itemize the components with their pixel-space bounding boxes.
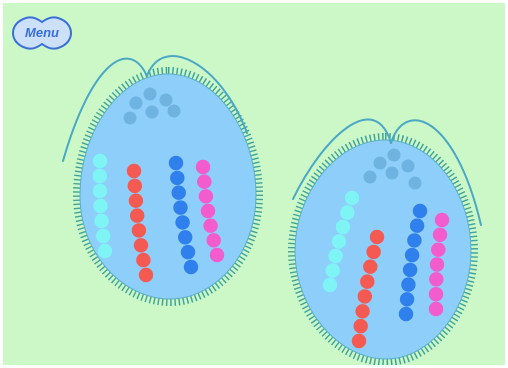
- nucleolus-dot: [144, 88, 157, 101]
- chromosome-bead: [399, 307, 413, 321]
- chromosome-bead: [98, 244, 112, 258]
- chromosome-bead: [127, 164, 141, 178]
- nucleolus-dot: [364, 171, 377, 184]
- chromosome-bead: [173, 200, 187, 214]
- chromosome-bead: [93, 184, 107, 198]
- chromosome-bead: [203, 219, 217, 233]
- chromosome-bead: [139, 268, 153, 282]
- chromosome-bead: [184, 260, 198, 274]
- nucleolus-dot: [124, 112, 137, 125]
- chromosome-bead: [181, 245, 195, 259]
- chromosome-bead: [340, 205, 354, 219]
- chromosome-bead: [370, 230, 384, 244]
- menu-label: Menu: [12, 15, 72, 51]
- chromosome-bead: [94, 214, 108, 228]
- chromosome-bead: [93, 169, 107, 183]
- chromosome-bead: [210, 248, 224, 262]
- nucleolus-dot: [160, 94, 173, 107]
- nucleolus-dot: [386, 167, 399, 180]
- chromosome-bead: [435, 213, 449, 227]
- chromosome-bead: [328, 249, 342, 263]
- chromosome-bead: [433, 228, 447, 242]
- game-stage: Menu: [3, 3, 505, 365]
- chromosome-bead: [336, 220, 350, 234]
- chromosome-bead: [429, 272, 443, 286]
- chromosome-bead: [430, 257, 444, 271]
- nucleolus-dot: [388, 149, 401, 162]
- chromosome-bead: [431, 243, 445, 257]
- chromosome-bead: [199, 189, 213, 203]
- chromosome-bead: [170, 171, 184, 185]
- cell-scene: [3, 3, 505, 365]
- chromosome-bead: [178, 230, 192, 244]
- chromosome-bead: [326, 263, 340, 277]
- nucleolus-dot: [130, 97, 143, 110]
- chromosome-bead: [129, 194, 143, 208]
- chromosome-bead: [128, 179, 142, 193]
- chromosome-bead: [172, 186, 186, 200]
- chromosome-bead: [352, 334, 366, 348]
- chromosome-bead: [400, 292, 414, 306]
- chromosome-bead: [355, 304, 369, 318]
- nucleolus-dot: [146, 106, 159, 119]
- chromosome-bead: [407, 233, 421, 247]
- menu-button[interactable]: Menu: [12, 15, 72, 51]
- chromosome-bead: [366, 245, 380, 259]
- chromosome-bead: [175, 215, 189, 229]
- chromosome-bead: [401, 277, 415, 291]
- chromosome-bead: [363, 260, 377, 274]
- chromosome-bead: [197, 175, 211, 189]
- chromosome-bead: [332, 234, 346, 248]
- chromosome-bead: [93, 154, 107, 168]
- chromosome-bead: [358, 289, 372, 303]
- chromosome-bead: [136, 253, 150, 267]
- chromosome-bead: [360, 274, 374, 288]
- chromosome-bead: [196, 160, 210, 174]
- nucleolus-dot: [402, 160, 415, 173]
- chromosome-bead: [169, 156, 183, 170]
- chromosome-bead: [354, 319, 368, 333]
- nucleolus-dot: [168, 105, 181, 118]
- chromosome-bead: [345, 191, 359, 205]
- chromosome-bead: [429, 302, 443, 316]
- chromosome-bead: [403, 263, 417, 277]
- chromosome-bead: [405, 248, 419, 262]
- chromosome-bead: [132, 223, 146, 237]
- chromosome-bead: [201, 204, 215, 218]
- nucleolus-dot: [409, 177, 422, 190]
- chromosome-bead: [96, 229, 110, 243]
- chromosome-bead: [207, 233, 221, 247]
- chromosome-bead: [93, 199, 107, 213]
- chromosome-bead: [413, 204, 427, 218]
- chromosome-bead: [130, 208, 144, 222]
- nucleolus-dot: [374, 157, 387, 170]
- chromosome-bead: [323, 278, 337, 292]
- chromosome-bead: [134, 238, 148, 252]
- chromosome-bead: [429, 287, 443, 301]
- chromosome-bead: [410, 219, 424, 233]
